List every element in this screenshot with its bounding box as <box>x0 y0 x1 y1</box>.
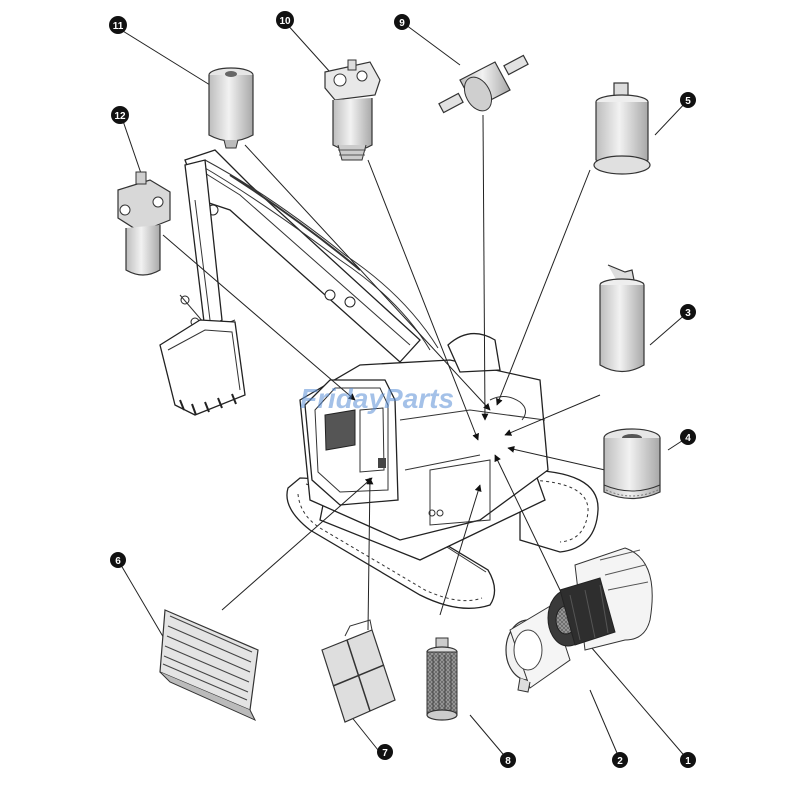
part-7-cabin-filter <box>321 619 396 723</box>
part-10-fuel-water-separator <box>324 59 381 161</box>
callout-10[interactable]: 10 <box>276 11 294 29</box>
callout-10-label: 10 <box>279 16 291 27</box>
callout-6-label: 6 <box>115 556 121 567</box>
part-6-panel-filter <box>159 609 259 722</box>
callout-2[interactable]: 2 <box>612 752 628 768</box>
callout-12-label: 12 <box>114 111 126 122</box>
callout-7[interactable]: 7 <box>377 744 393 760</box>
callout-1[interactable]: 1 <box>680 752 696 768</box>
part-4-oil-filter <box>603 428 661 500</box>
callout-4[interactable]: 4 <box>680 429 696 445</box>
part-5-cartridge-filter <box>593 82 651 175</box>
part-1-air-filter-assembly <box>547 547 653 651</box>
part-8-pleated-element <box>426 637 458 721</box>
callout-8-label: 8 <box>505 756 511 767</box>
watermark-text: FridayParts <box>300 383 454 414</box>
callout-markers: 1 2 3 4 5 6 7 8 <box>109 11 696 768</box>
bucket <box>159 319 246 416</box>
callout-2-label: 2 <box>617 756 623 767</box>
callout-11-label: 11 <box>113 21 124 32</box>
callout-9[interactable]: 9 <box>394 14 410 30</box>
callout-6[interactable]: 6 <box>110 552 126 568</box>
part-3-long-cartridge-filter <box>599 264 645 373</box>
callout-12[interactable]: 12 <box>111 106 129 124</box>
callout-8[interactable]: 8 <box>500 752 516 768</box>
part-11-spin-on-filter <box>208 67 254 149</box>
part-12-hydraulic-filter <box>117 171 171 276</box>
callout-5[interactable]: 5 <box>680 92 696 108</box>
callout-9-label: 9 <box>399 18 405 29</box>
callout-4-label: 4 <box>685 433 691 444</box>
excavator <box>159 149 599 609</box>
callout-11[interactable]: 11 <box>109 16 127 34</box>
callout-3[interactable]: 3 <box>680 304 696 320</box>
callout-5-label: 5 <box>685 96 691 107</box>
boom <box>184 149 439 363</box>
part-9-inline-filter <box>438 54 529 114</box>
leader-lines <box>117 21 689 761</box>
callout-3-label: 3 <box>685 308 691 319</box>
callout-1-label: 1 <box>685 756 691 767</box>
callout-7-label: 7 <box>382 748 388 759</box>
cab <box>304 379 399 506</box>
